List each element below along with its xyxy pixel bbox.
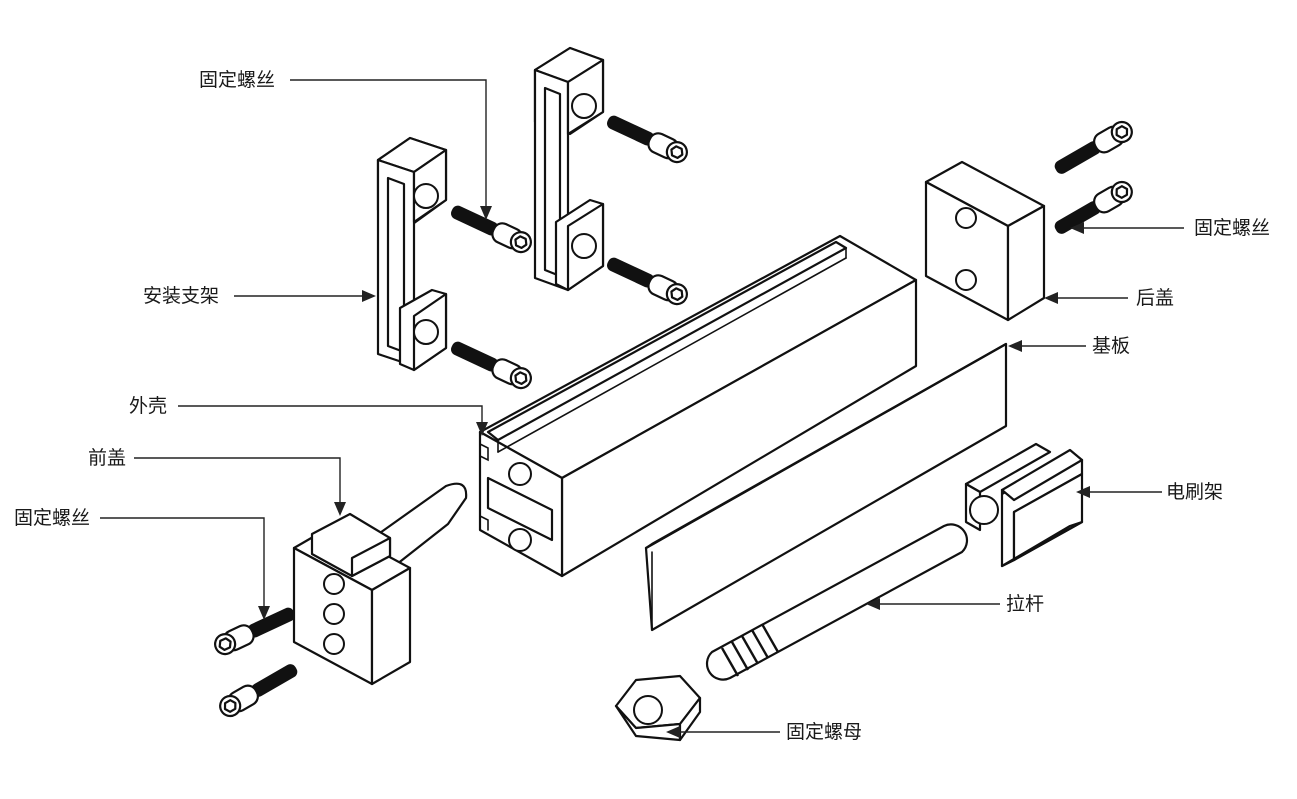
label-nut: 固定螺母 — [786, 721, 863, 743]
leader-lines — [100, 79, 1184, 738]
label-front-cover: 前盖 — [88, 447, 127, 469]
screw-bracket-right-bottom — [602, 251, 692, 309]
housing — [478, 234, 918, 578]
tie-rod — [705, 523, 969, 681]
mounting-bracket-right — [533, 46, 605, 292]
screw-front-cover-bottom — [215, 658, 303, 721]
label-screw-top: 固定螺丝 — [199, 69, 276, 91]
label-bracket: 安装支架 — [143, 285, 220, 307]
fixing-nut — [614, 674, 702, 742]
screw-bracket-right-top — [602, 109, 692, 167]
label-brush-holder: 电刷架 — [1166, 481, 1224, 503]
screw-bracket-left-top — [446, 199, 536, 257]
label-base-plate: 基板 — [1092, 335, 1131, 357]
label-screw-front: 固定螺丝 — [14, 507, 91, 529]
screw-bracket-left-bottom — [446, 335, 536, 393]
brush-holder — [964, 442, 1084, 568]
label-back-cover: 后盖 — [1136, 287, 1175, 309]
mounting-bracket-left — [376, 136, 448, 372]
screw-front-cover-top — [210, 601, 300, 659]
label-tie-rod: 拉杆 — [1006, 593, 1045, 615]
screw-back-cover-bottom — [1049, 177, 1137, 240]
base-plate — [644, 342, 1008, 632]
back-cover — [924, 160, 1046, 322]
front-cover — [292, 482, 468, 686]
label-housing: 外壳 — [129, 395, 168, 417]
label-screw-back: 固定螺丝 — [1194, 217, 1271, 239]
screw-back-cover-top — [1049, 117, 1137, 180]
